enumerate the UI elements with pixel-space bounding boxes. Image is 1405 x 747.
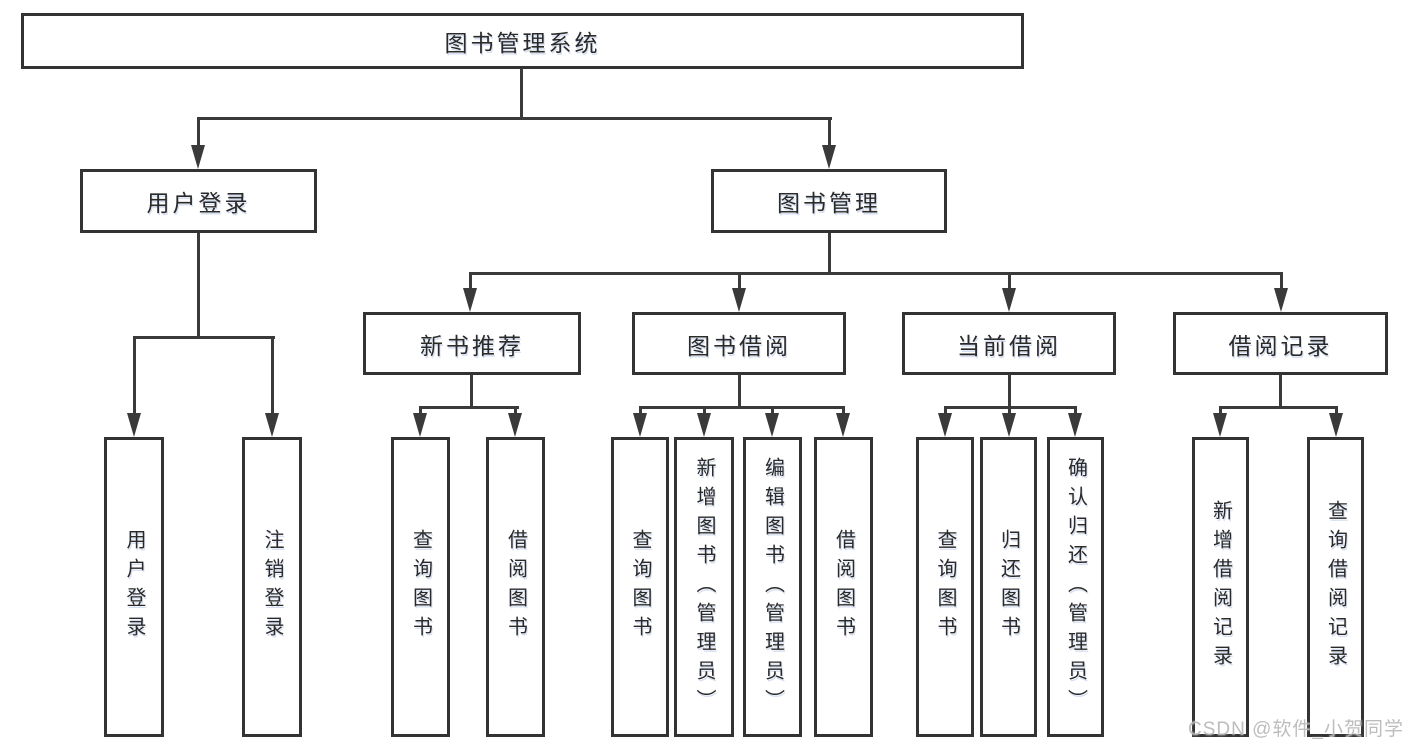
arrow-down-icon	[732, 288, 746, 312]
connector-line	[842, 406, 845, 416]
connector-line	[703, 406, 706, 416]
node-new-book-recommend: 新书推荐	[363, 312, 581, 375]
connector-line	[469, 272, 472, 290]
leaf-edit-book-admin: 编辑图书（管理员）	[743, 437, 802, 737]
connector-line	[1219, 406, 1222, 416]
leaf-label: 新增图书（管理员）	[693, 456, 715, 718]
leaf-label: 归还图书	[997, 529, 1020, 645]
leaf-label: 新增借阅记录	[1209, 500, 1232, 674]
connector-line	[197, 117, 832, 120]
connector-line	[1279, 374, 1282, 409]
connector-line	[1335, 406, 1338, 416]
connector-line	[419, 406, 422, 416]
node-borrow-records: 借阅记录	[1173, 312, 1388, 375]
leaf-borrow-books: 借阅图书	[814, 437, 873, 737]
arrow-down-icon	[938, 413, 952, 437]
leaf-query-books-recommend: 查询图书	[391, 437, 450, 737]
csdn-watermark: CSDN @软件_小贺同学	[1188, 719, 1404, 740]
connector-line	[470, 374, 473, 409]
connector-line	[514, 406, 517, 416]
leaf-query-books-borrow: 查询图书	[611, 437, 669, 737]
arrow-down-icon	[836, 413, 850, 437]
connector-line	[1219, 406, 1338, 409]
connector-line	[133, 336, 136, 416]
arrow-down-icon	[1068, 413, 1082, 437]
arrow-down-icon	[413, 413, 427, 437]
connector-line	[771, 406, 774, 416]
node-book-management: 图书管理	[711, 169, 947, 233]
arrow-down-icon	[697, 413, 711, 437]
leaf-label: 查询图书	[629, 529, 651, 645]
arrow-down-icon	[1002, 413, 1016, 437]
leaf-confirm-return-admin: 确认归还（管理员）	[1047, 437, 1104, 737]
leaf-label: 注销登录	[261, 529, 283, 645]
leaf-borrow-books-recommend: 借阅图书	[486, 437, 545, 737]
leaf-label: 确认归还（管理员）	[1064, 456, 1087, 718]
connector-line	[197, 117, 200, 148]
connector-line	[639, 406, 642, 416]
arrow-down-icon	[633, 413, 647, 437]
leaf-label: 编辑图书（管理员）	[761, 456, 784, 718]
connector-line	[1074, 406, 1077, 416]
connector-line	[1008, 406, 1011, 416]
arrow-down-icon	[822, 145, 836, 169]
leaf-label: 查询图书	[934, 529, 956, 645]
connector-line	[133, 336, 275, 339]
arrow-down-icon	[191, 145, 205, 169]
connector-line	[419, 406, 519, 409]
leaf-label: 查询图书	[409, 529, 432, 645]
arrow-down-icon	[508, 413, 522, 437]
connector-line	[944, 406, 947, 416]
connector-line	[1008, 272, 1011, 290]
node-user-login: 用户登录	[80, 169, 317, 233]
node-current-borrow: 当前借阅	[902, 312, 1116, 375]
connector-line	[271, 336, 274, 416]
connector-line	[639, 406, 845, 409]
leaf-label: 查询借阅记录	[1324, 500, 1347, 674]
leaf-logout: 注销登录	[242, 437, 302, 737]
arrow-down-icon	[1274, 288, 1288, 312]
leaf-add-borrow-record: 新增借阅记录	[1192, 437, 1249, 737]
connector-line	[520, 68, 523, 120]
leaf-query-books-current: 查询图书	[916, 437, 974, 737]
connector-line	[469, 272, 1283, 275]
arrow-down-icon	[1213, 413, 1227, 437]
connector-line	[1008, 374, 1011, 409]
leaf-user-login: 用户登录	[104, 437, 164, 737]
leaf-label: 用户登录	[123, 529, 145, 645]
connector-line	[197, 233, 200, 339]
node-book-borrow: 图书借阅	[632, 312, 846, 375]
arrow-down-icon	[1002, 288, 1016, 312]
node-root-library-system: 图书管理系统	[21, 13, 1024, 69]
leaf-label: 借阅图书	[832, 529, 855, 645]
leaf-query-borrow-record: 查询借阅记录	[1307, 437, 1364, 737]
connector-line	[828, 233, 831, 275]
arrow-down-icon	[463, 288, 477, 312]
arrow-down-icon	[265, 413, 279, 437]
leaf-add-book-admin: 新增图书（管理员）	[674, 437, 734, 737]
arrow-down-icon	[127, 413, 141, 437]
arrow-down-icon	[1329, 413, 1343, 437]
connector-line	[738, 374, 741, 409]
connector-line	[1280, 272, 1283, 290]
arrow-down-icon	[765, 413, 779, 437]
connector-line	[738, 272, 741, 290]
leaf-label: 借阅图书	[504, 529, 527, 645]
leaf-return-books: 归还图书	[980, 437, 1037, 737]
connector-line	[828, 117, 831, 148]
